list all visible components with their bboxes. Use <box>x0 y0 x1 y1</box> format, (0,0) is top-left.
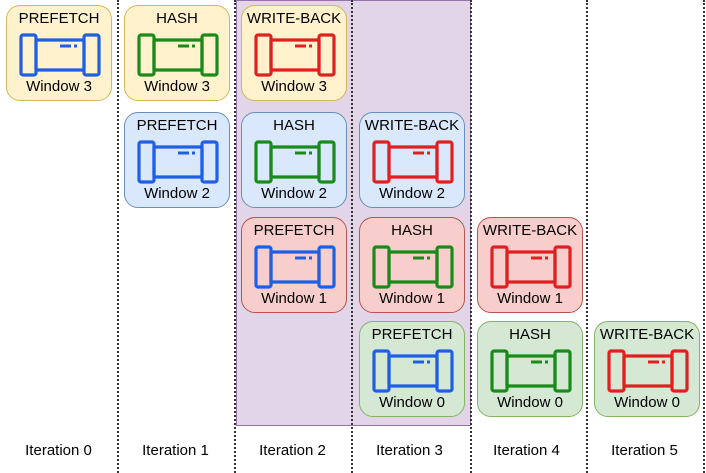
window-label: Window 1 <box>261 290 327 307</box>
iteration-divider <box>351 0 353 473</box>
stage-card: PREFETCH Window 3 <box>6 5 112 101</box>
iteration-divider <box>470 0 472 473</box>
iteration-divider <box>586 0 588 473</box>
pipe-icon <box>254 33 336 77</box>
iteration-label-2: Iteration 2 <box>259 442 326 459</box>
pipe-icon <box>372 349 454 393</box>
stage-label: PREFETCH <box>371 326 453 343</box>
stage-label: HASH <box>273 117 315 134</box>
stage-label: PREFETCH <box>253 222 335 239</box>
stage-label: WRITE-BACK <box>599 326 695 343</box>
window-label: Window 1 <box>497 290 563 307</box>
stage-label: PREFETCH <box>136 117 218 134</box>
iteration-label-4: Iteration 4 <box>493 442 560 459</box>
stage-card: HASH Window 0 <box>477 321 583 417</box>
stage-label: PREFETCH <box>18 10 100 27</box>
iteration-label-0: Iteration 0 <box>25 442 92 459</box>
stage-label: WRITE-BACK <box>482 222 578 239</box>
stage-card: PREFETCH Window 0 <box>359 321 465 417</box>
window-label: Window 2 <box>261 185 327 202</box>
window-label: Window 0 <box>614 394 680 411</box>
window-label: Window 3 <box>261 78 327 95</box>
pipe-icon <box>254 140 336 184</box>
iteration-label-1: Iteration 1 <box>142 442 209 459</box>
stage-label: HASH <box>156 10 198 27</box>
stage-card: HASH Window 3 <box>124 5 230 101</box>
iteration-divider <box>117 0 119 473</box>
pipe-icon <box>372 245 454 289</box>
pipe-icon <box>490 349 572 393</box>
iteration-divider <box>234 0 236 473</box>
iteration-label-5: Iteration 5 <box>611 442 678 459</box>
stage-card: WRITE-BACK Window 3 <box>241 5 347 101</box>
stage-card: WRITE-BACK Window 0 <box>594 321 700 417</box>
stage-card: HASH Window 2 <box>241 112 347 208</box>
stage-label: HASH <box>509 326 551 343</box>
iteration-label-3: Iteration 3 <box>376 442 443 459</box>
stage-card: WRITE-BACK Window 1 <box>477 217 583 313</box>
stage-card: PREFETCH Window 1 <box>241 217 347 313</box>
pipe-icon <box>137 140 219 184</box>
pipe-icon <box>607 349 689 393</box>
pipe-icon <box>19 33 101 77</box>
stage-label: WRITE-BACK <box>246 10 342 27</box>
window-label: Window 3 <box>144 78 210 95</box>
pipe-icon <box>372 140 454 184</box>
pipe-icon <box>254 245 336 289</box>
stage-card: HASH Window 1 <box>359 217 465 313</box>
iteration-divider <box>703 0 705 473</box>
stage-card: PREFETCH Window 2 <box>124 112 230 208</box>
stage-label: WRITE-BACK <box>364 117 460 134</box>
stage-label: HASH <box>391 222 433 239</box>
pipe-icon <box>490 245 572 289</box>
window-label: Window 2 <box>379 185 445 202</box>
window-label: Window 0 <box>497 394 563 411</box>
window-label: Window 1 <box>379 290 445 307</box>
window-label: Window 0 <box>379 394 445 411</box>
window-label: Window 3 <box>26 78 92 95</box>
stage-card: WRITE-BACK Window 2 <box>359 112 465 208</box>
pipe-icon <box>137 33 219 77</box>
window-label: Window 2 <box>144 185 210 202</box>
